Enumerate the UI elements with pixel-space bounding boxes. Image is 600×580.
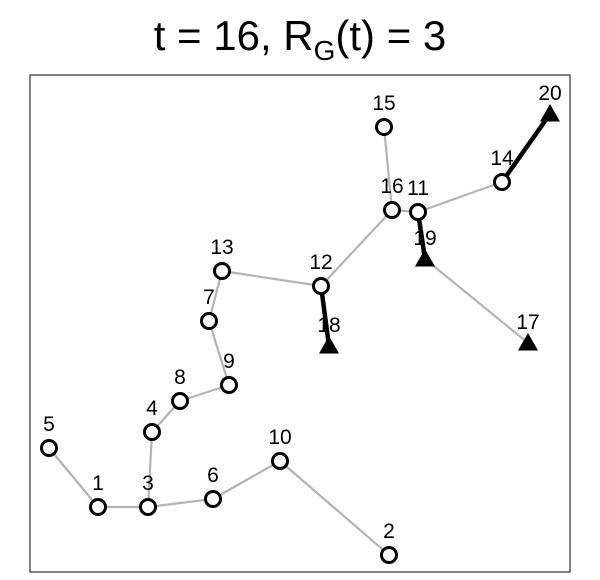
node-label-1: 1 [92,472,104,495]
plot-frame [29,74,571,573]
node-circle-10 [271,452,289,470]
node-triangle-20 [540,104,560,122]
edge-19-17 [423,257,530,345]
node-label-14: 14 [490,147,514,170]
node-layer [40,104,560,564]
node-label-17: 17 [516,311,539,334]
edge-5-1 [47,446,100,509]
edge-layer [47,111,553,557]
title-suffix: (t) = 3 [335,12,447,59]
node-circle-12 [312,277,330,295]
node-label-12: 12 [309,251,332,274]
node-label-15: 15 [372,92,395,115]
node-label-5: 5 [43,413,55,436]
node-label-20: 20 [538,82,561,105]
node-circle-1 [89,498,107,516]
node-label-3: 3 [142,472,154,495]
node-triangle-18 [319,336,339,354]
node-circle-14 [493,173,511,191]
node-label-8: 8 [174,366,186,389]
edge-3-4 [146,430,154,509]
edge-3-6 [146,497,215,509]
node-label-6: 6 [207,464,219,487]
node-circle-13 [213,262,231,280]
active-edge-12-18 [318,283,332,349]
edge-9-7 [207,319,231,387]
title-subscript: G [313,35,336,66]
edge-6-10 [211,459,282,501]
node-label-11: 11 [407,177,429,200]
node-circle-9 [220,376,238,394]
node-triangle-17 [518,333,538,351]
node-circle-8 [171,392,189,410]
edge-12-16 [319,208,394,288]
node-label-4: 4 [146,397,158,420]
node-circle-2 [380,546,398,564]
node-label-9: 9 [223,350,235,373]
node-circle-6 [204,490,222,508]
node-triangle-19 [415,249,435,267]
edge-11-14 [416,180,504,214]
node-label-13: 13 [210,236,233,259]
node-label-10: 10 [268,426,291,449]
edge-13-12 [220,269,323,288]
node-label-2: 2 [383,520,395,543]
node-circle-11 [409,203,427,221]
node-circle-5 [40,439,58,457]
node-circle-7 [200,312,218,330]
diagram-title: t = 16, RG(t) = 3 [0,8,600,66]
edge-10-2 [278,459,391,557]
node-label-19: 19 [413,227,436,250]
node-label-18: 18 [317,314,340,337]
node-circle-3 [139,498,157,516]
title-prefix: t = 16, R [153,12,314,59]
node-circle-15 [375,118,393,136]
node-circle-4 [143,423,161,441]
active-edge-14-20 [499,111,553,185]
node-label-16: 16 [380,175,403,198]
edge-16-15 [382,125,394,212]
node-circle-16 [383,201,401,219]
node-label-7: 7 [203,286,215,309]
